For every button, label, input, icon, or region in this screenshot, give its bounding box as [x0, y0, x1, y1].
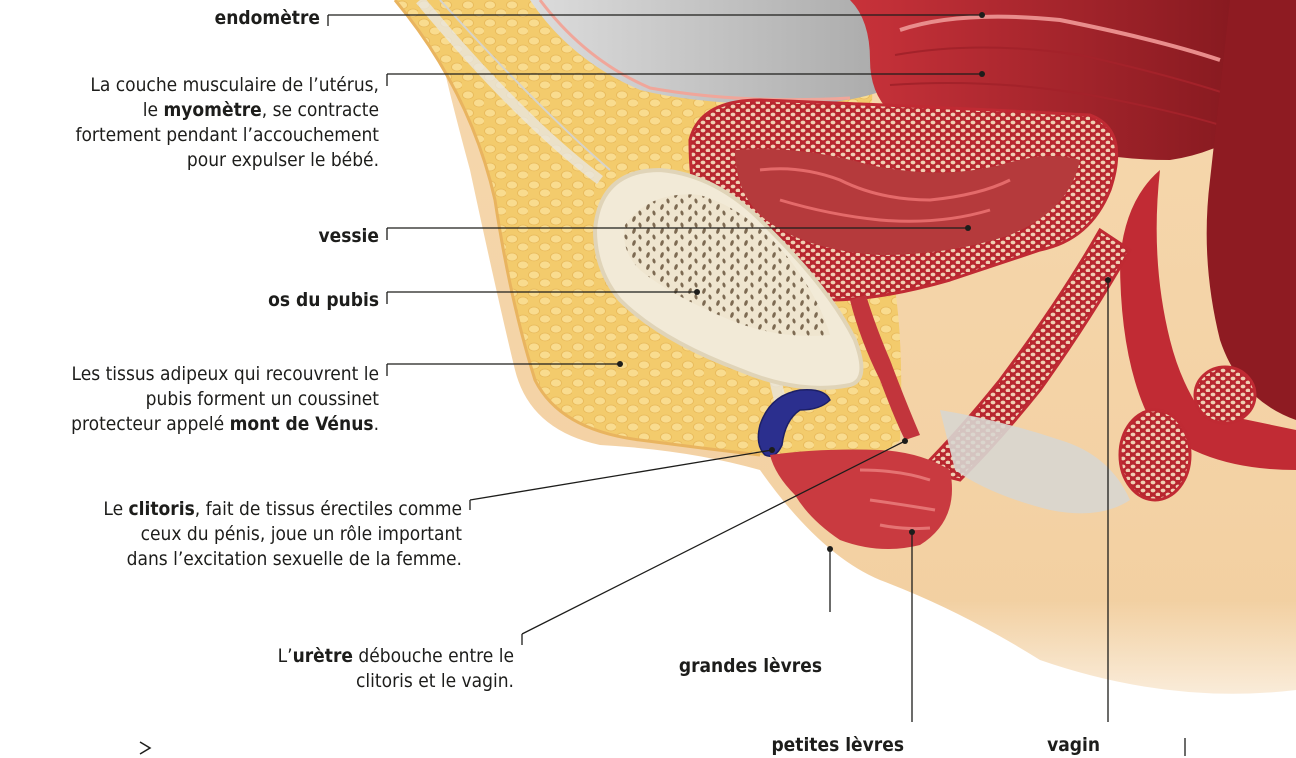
label-vessie: vessie — [318, 224, 379, 249]
myometre-line-2: le myomètre, se contracte — [75, 98, 379, 123]
mont-venus-line-1: Les tissus adipeux qui recouvrent le — [71, 362, 379, 387]
clitoris-line-3: dans l’excitation sexuelle de la femme. — [103, 547, 462, 572]
label-clitoris: Le clitoris, fait de tissus érectiles co… — [103, 497, 462, 572]
label-uretre: L’urètre débouche entre le clitoris et l… — [278, 644, 514, 694]
label-endometre: endomètre — [215, 6, 320, 31]
myometre-line-1: La couche musculaire de l’utérus, — [75, 73, 379, 98]
label-os-pubis: os du pubis — [268, 288, 379, 313]
label-vagin: vagin — [1047, 733, 1100, 758]
myometre-line-4: pour expulser le bébé. — [75, 148, 379, 173]
mont-venus-line-2: pubis forment un coussinet — [71, 387, 379, 412]
clitoris-line-1: Le clitoris, fait de tissus érectiles co… — [103, 497, 462, 522]
label-petites-levres: petites lèvres — [771, 733, 904, 758]
uretre-line-2: clitoris et le vagin. — [278, 669, 514, 694]
clitoris-line-2: ceux du pénis, joue un rôle important — [103, 522, 462, 547]
mont-venus-line-3: protecteur appelé mont de Vénus. — [71, 412, 379, 437]
label-myometre: La couche musculaire de l’utérus, le myo… — [75, 73, 379, 173]
uretre-line-1: L’urètre débouche entre le — [278, 644, 514, 669]
label-grandes-levres: grandes lèvres — [679, 654, 822, 679]
label-mont-venus: Les tissus adipeux qui recouvrent le pub… — [71, 362, 379, 437]
myometre-line-3: fortement pendant l’accouchement — [75, 123, 379, 148]
